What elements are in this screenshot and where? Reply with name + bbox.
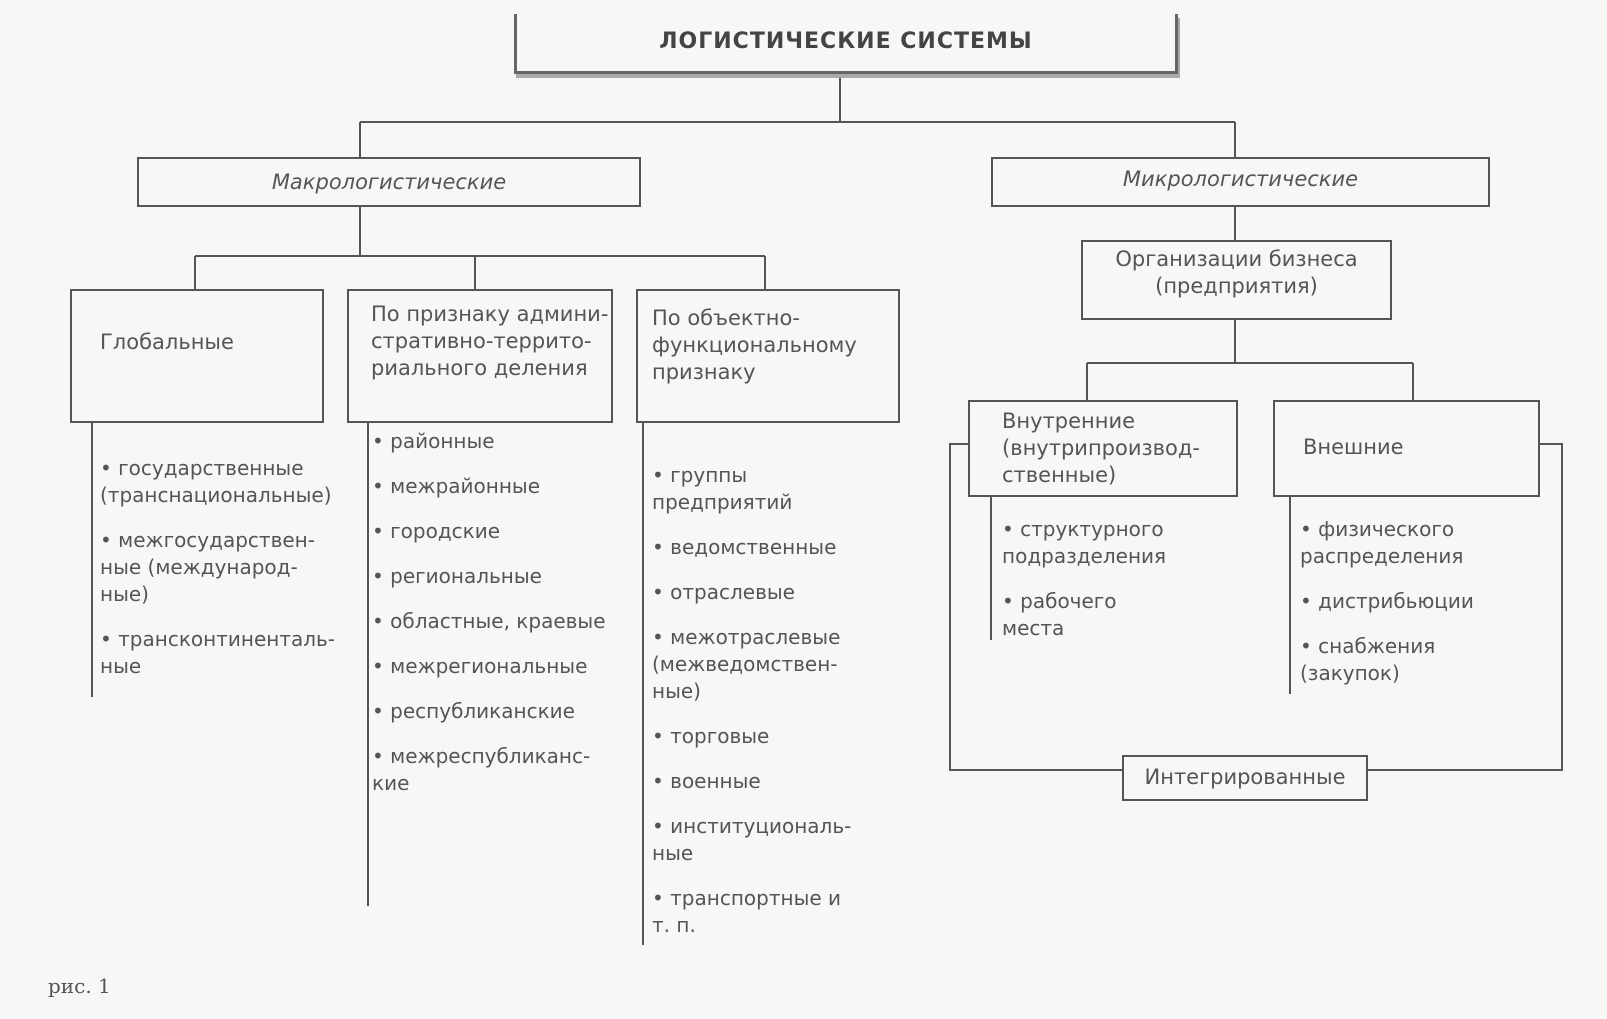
title-box: ЛОГИСТИЧЕСКИЕ СИСТЕМЫ (514, 14, 1178, 74)
integrated-label: Интегрированные (1144, 765, 1346, 789)
list-item: институциональ-ные (652, 813, 867, 867)
macro-group-global: Глобальные (70, 289, 324, 423)
list-item: транспортные и т. п. (652, 885, 852, 939)
list-item: межрегиональные (372, 653, 634, 680)
list-item: республиканские (372, 698, 634, 725)
internal-box: Внутренние (внутрипроизвод-ственные) (968, 400, 1238, 497)
external-label: Внешние (1303, 435, 1404, 459)
micro-box: Микрологистические (991, 157, 1490, 207)
list-item: ведомственные (652, 534, 882, 561)
macro-group-label: Глобальные (100, 330, 234, 354)
list-item: районные (372, 428, 634, 455)
macro-group-label: По признаку админи-стративно-террито-риа… (371, 302, 609, 380)
business-box: Организации бизнеса (предприятия) (1081, 240, 1392, 320)
macro-group-functional: По объектно-функциональному признаку (636, 289, 900, 423)
list-item: физического распределения (1300, 516, 1530, 570)
list-item: межгосударствен-ные (международ-ные) (100, 527, 330, 608)
figure-caption: рис. 1 (48, 974, 111, 998)
list-item: структурного подразделения (1002, 516, 1222, 570)
list-item: областные, краевые (372, 608, 634, 635)
external-box: Внешние (1273, 400, 1540, 497)
macro-admin-list: районные межрайонные городские региональ… (372, 428, 634, 815)
internal-list: структурного подразделения рабочего мест… (1002, 516, 1222, 660)
macro-label: Макрологистические (271, 170, 507, 194)
list-item: государственные (транснациональные) (100, 455, 360, 509)
external-list: физического распределения дистрибьюции с… (1300, 516, 1530, 705)
macro-group-label: По объектно-функциональному признаку (652, 306, 857, 384)
integrated-box: Интегрированные (1122, 755, 1368, 801)
list-item: торговые (652, 723, 882, 750)
list-item: трансконтиненталь-ные (100, 626, 345, 680)
business-label: Организации бизнеса (предприятия) (1115, 247, 1358, 298)
list-item: рабочего места (1002, 588, 1152, 642)
list-item: межотраслевые (межведомствен-ные) (652, 624, 867, 705)
list-item: региональные (372, 563, 634, 590)
internal-label: Внутренние (внутрипроизвод-ственные) (1002, 409, 1200, 487)
list-item: межреспубликанс-кие (372, 743, 602, 797)
list-item: военные (652, 768, 882, 795)
macro-functional-list: группы предприятий ведомственные отрасле… (652, 462, 882, 957)
macro-group-admin: По признаку админи-стративно-террито-риа… (347, 289, 613, 423)
list-item: группы предприятий (652, 462, 827, 516)
list-item: межрайонные (372, 473, 634, 500)
list-item: отраслевые (652, 579, 882, 606)
list-item: снабжения (закупок) (1300, 633, 1470, 687)
list-item: городские (372, 518, 634, 545)
macro-box: Макрологистические (137, 157, 641, 207)
macro-global-list: государственные (транснациональные) межг… (100, 455, 360, 698)
diagram-title: ЛОГИСТИЧЕСКИЕ СИСТЕМЫ (659, 29, 1033, 54)
list-item: дистрибьюции (1300, 588, 1530, 615)
micro-label: Микрологистические (1122, 167, 1359, 191)
